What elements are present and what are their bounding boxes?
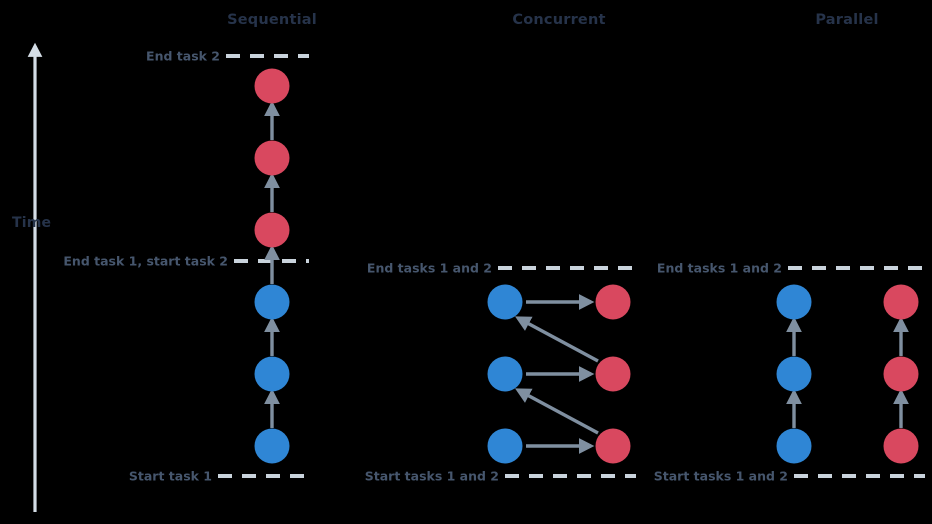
marker-label-concurrent-start-tasks-1-and-2: Start tasks 1 and 2 — [364, 468, 499, 484]
node-lane-concurrent-task1-task1-0 — [487, 284, 523, 320]
node-lane-parallel-task2-task2-0 — [883, 284, 919, 320]
marker-label-sequential-end-task-1-start-task-2: End task 1, start task 2 — [63, 253, 228, 269]
time-axis-label: Time — [12, 215, 52, 231]
node-lane-parallel-task2-task2-1 — [883, 356, 919, 392]
node-lane-parallel-task1-task1-0 — [776, 284, 812, 320]
flow-arrow-concurrent-1 — [515, 388, 599, 435]
node-lane-sequential-task1-3 — [254, 284, 290, 320]
node-lane-sequential-task2-0 — [254, 68, 290, 104]
marker-label-parallel-end-tasks-1-and-2: End tasks 1 and 2 — [656, 260, 782, 276]
column-title-sequential: Sequential — [227, 12, 317, 28]
node-lane-concurrent-task2-task2-0 — [595, 284, 631, 320]
marker-label-sequential-start-task-1: Start task 1 — [128, 468, 212, 484]
column-title-parallel: Parallel — [815, 12, 879, 28]
column-title-concurrent: Concurrent — [512, 12, 606, 28]
marker-label-sequential-end-task-2: End task 2 — [146, 48, 220, 64]
node-lane-concurrent-task2-task2-1 — [595, 356, 631, 392]
node-lane-concurrent-task2-task2-2 — [595, 428, 631, 464]
node-lane-sequential-task1-4 — [254, 356, 290, 392]
node-lane-sequential-task1-5 — [254, 428, 290, 464]
node-lane-sequential-task2-2 — [254, 212, 290, 248]
arrows-group — [264, 100, 909, 454]
node-lane-parallel-task2-task2-2 — [883, 428, 919, 464]
marker-label-concurrent-end-tasks-1-and-2: End tasks 1 and 2 — [366, 260, 492, 276]
flow-arrow-concurrent-3 — [515, 316, 599, 363]
node-lane-concurrent-task1-task1-1 — [487, 356, 523, 392]
node-lane-parallel-task1-task1-2 — [776, 428, 812, 464]
node-lane-concurrent-task1-task1-2 — [487, 428, 523, 464]
marker-label-parallel-start-tasks-1-and-2: Start tasks 1 and 2 — [653, 468, 788, 484]
node-lane-parallel-task1-task1-1 — [776, 356, 812, 392]
node-lane-sequential-task2-1 — [254, 140, 290, 176]
nodes-group — [254, 68, 919, 464]
